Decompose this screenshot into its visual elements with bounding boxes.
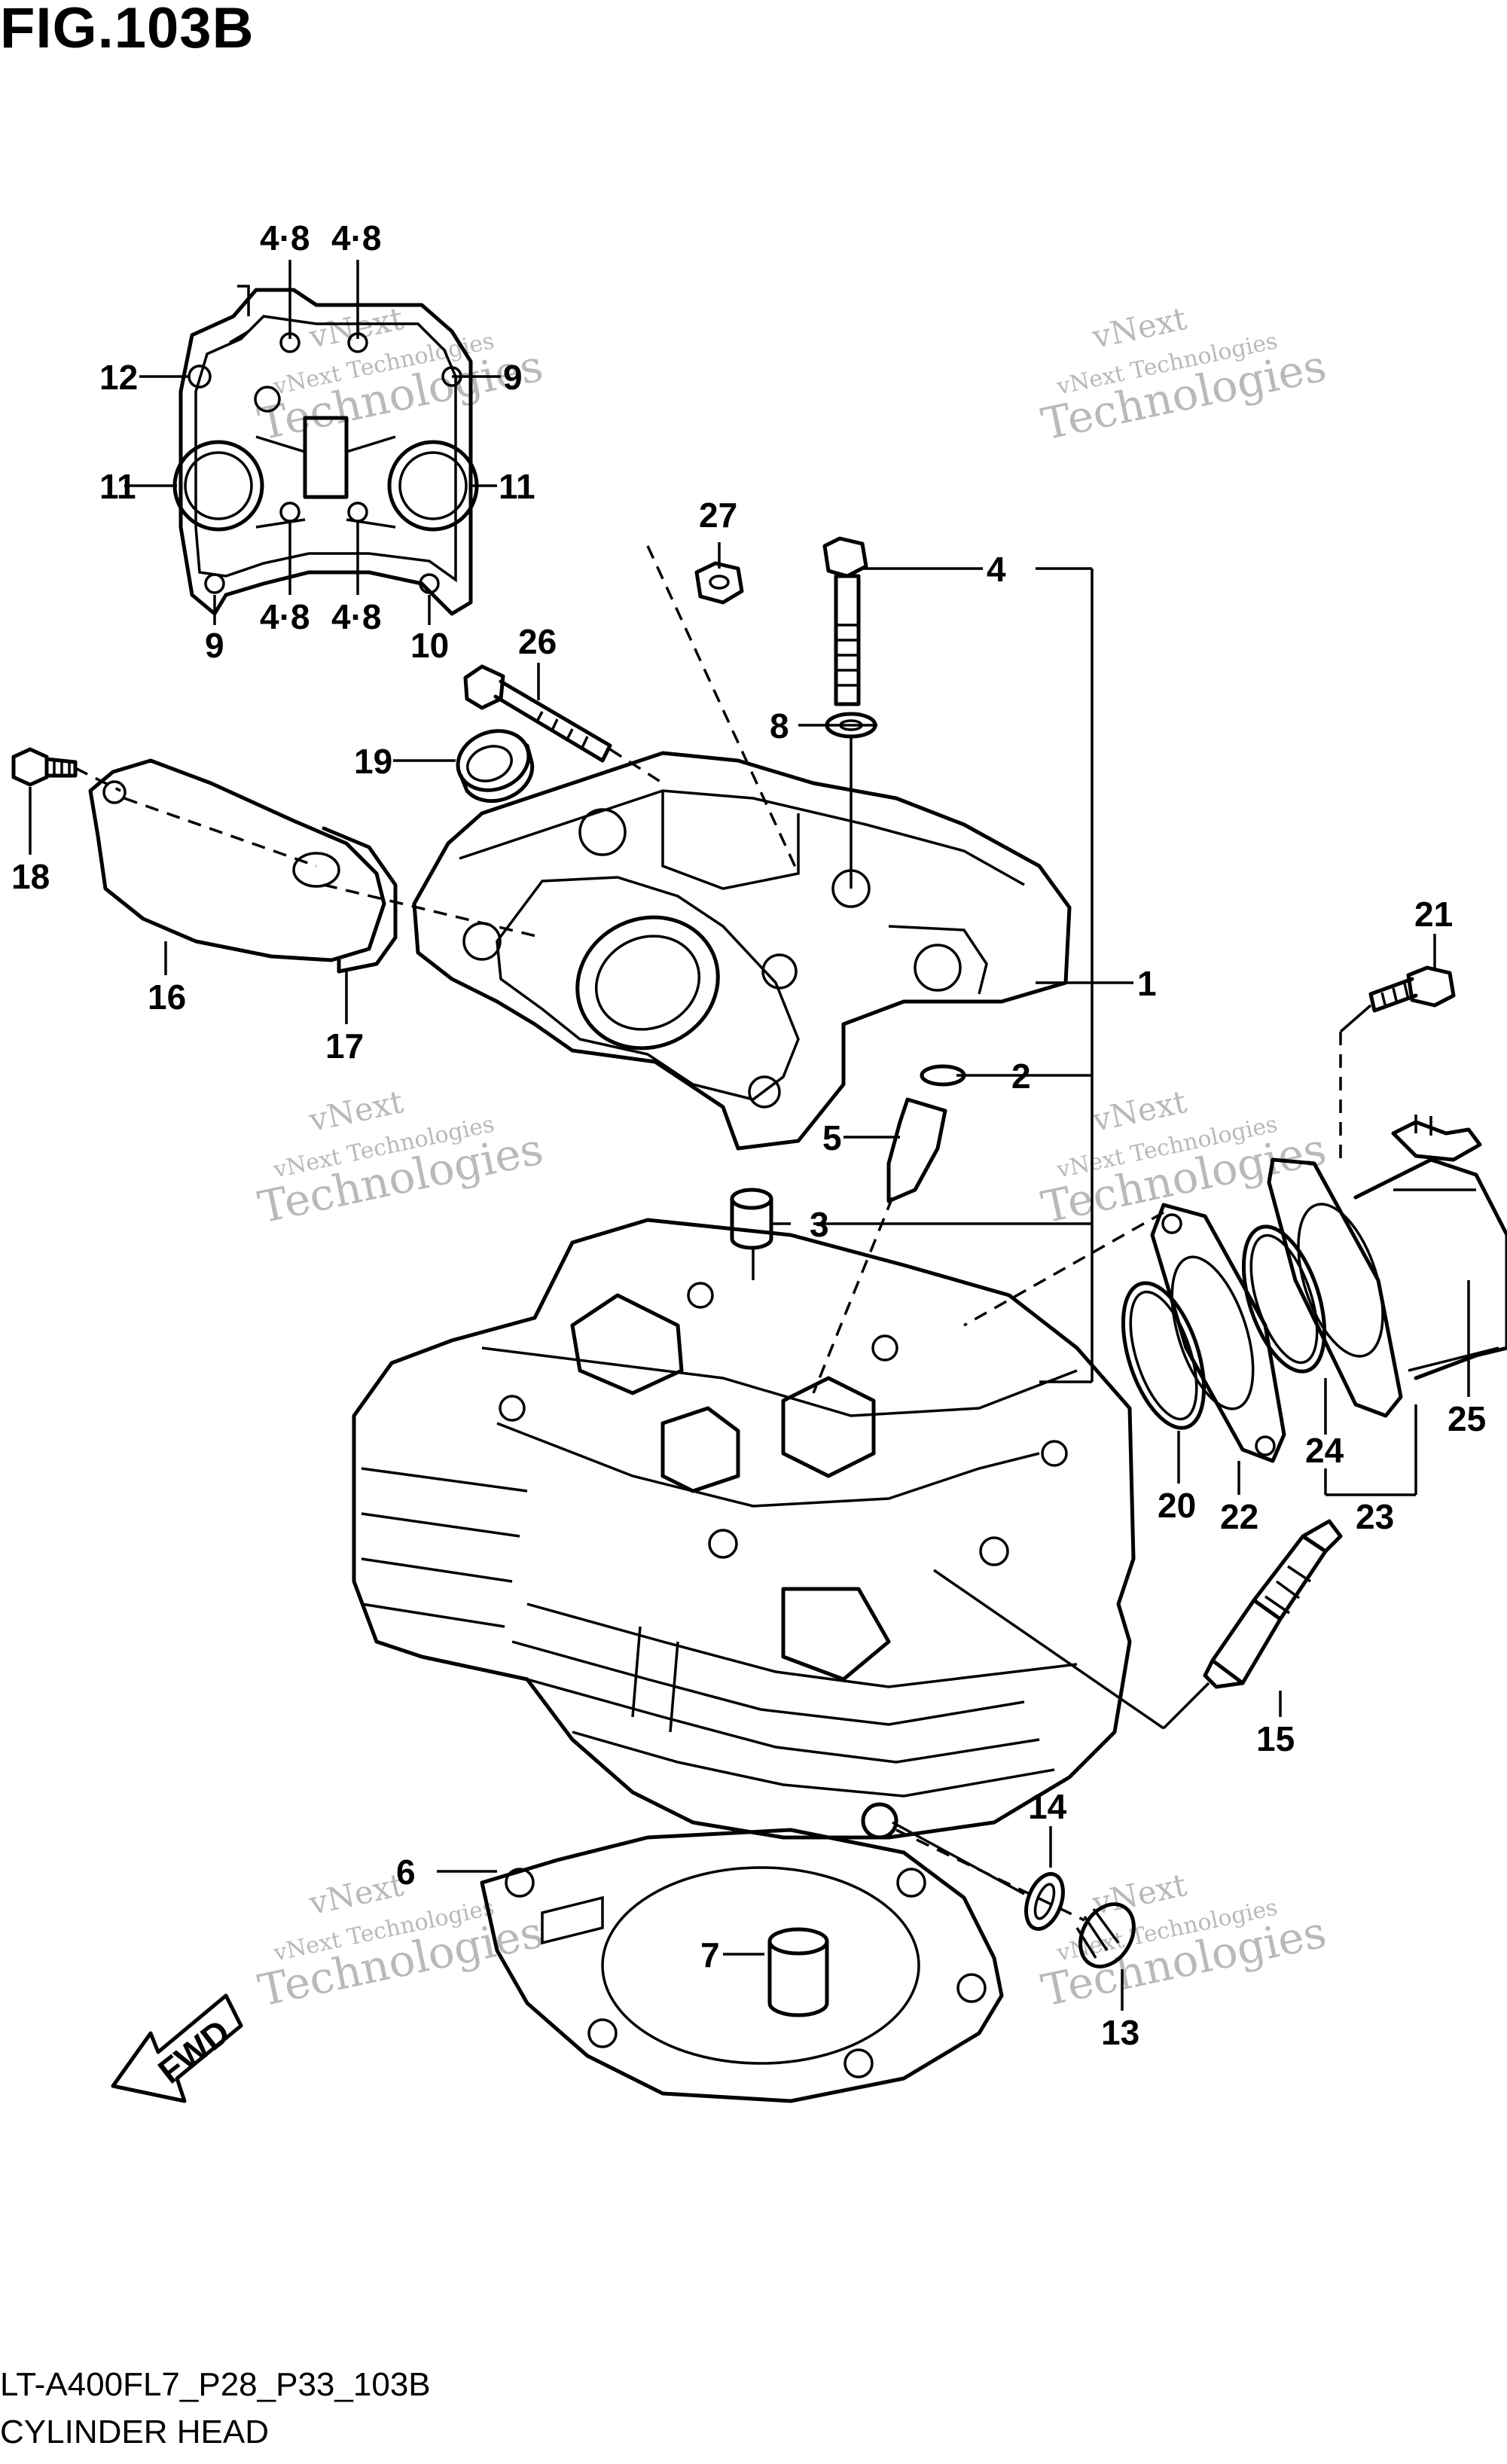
callout-6: 6 — [396, 1853, 416, 1892]
svg-text:vNext: vNext — [1088, 300, 1189, 355]
watermark-top-right: vNext vNext Technologies Technologies — [1037, 300, 1331, 450]
callout-4-8-bottom-left: 4·8 — [260, 597, 310, 636]
dowel-pin-7 — [767, 1927, 829, 2017]
head-gasket — [480, 1828, 1004, 2103]
callout-21: 21 — [1414, 895, 1453, 934]
figure-name: CYLINDER HEAD — [0, 2414, 269, 2450]
gasket-14 — [1024, 1872, 1065, 1931]
callout-18: 18 — [11, 857, 50, 896]
callout-25: 25 — [1448, 1399, 1486, 1438]
watermark-top-left: vNext vNext Technologies Technologies — [254, 300, 548, 450]
callout-11-right: 11 — [499, 467, 535, 506]
insulator-22 — [1150, 1203, 1286, 1463]
callout-23: 23 — [1356, 1497, 1394, 1536]
o-ring-20 — [1121, 1281, 1207, 1430]
callout-19: 19 — [354, 742, 392, 781]
svg-text:vNext: vNext — [305, 1083, 406, 1139]
callout-16: 16 — [148, 977, 186, 1017]
o-ring-24 — [1241, 1224, 1327, 1374]
figure-title: FIG.103B — [0, 0, 255, 60]
callout-4-8-top-left: 4·8 — [260, 218, 310, 258]
plug-5 — [886, 1097, 947, 1203]
svg-text:vNext: vNext — [305, 300, 406, 355]
callout-20: 20 — [1158, 1486, 1196, 1525]
spark-plug-15 — [1203, 1519, 1343, 1689]
head-cover-inset — [172, 285, 479, 616]
watermark-bottom-left: vNext vNext Technologies Technologies — [254, 1866, 548, 2016]
callout-26: 26 — [518, 622, 557, 661]
bolt-26 — [463, 664, 612, 763]
callout-8: 8 — [770, 706, 789, 746]
clamp-25 — [1391, 1115, 1482, 1162]
intake-pipe-23 — [1267, 1157, 1507, 1418]
gasket-17 — [322, 826, 398, 974]
callout-labels: 1 2 3 4 5 6 7 8 9 9 10 11 11 12 13 14 15… — [11, 218, 1486, 2052]
callout-17: 17 — [325, 1026, 364, 1066]
callout-22: 22 — [1220, 1497, 1258, 1536]
callout-27: 27 — [699, 496, 737, 535]
oil-seal-19 — [456, 729, 535, 804]
callout-24: 24 — [1305, 1431, 1344, 1470]
bolt-18 — [11, 747, 78, 787]
bolt-4 — [822, 536, 868, 706]
callout-4-8-top-right: 4·8 — [331, 218, 381, 258]
bolt-21 — [1368, 965, 1456, 1013]
nut-27 — [694, 561, 744, 605]
callout-2: 2 — [1011, 1057, 1031, 1096]
callout-5: 5 — [822, 1118, 842, 1157]
callout-14: 14 — [1028, 1787, 1067, 1826]
callout-7: 7 — [700, 1935, 720, 1975]
callout-3: 3 — [810, 1205, 829, 1244]
watermark-bottom-right: vNext vNext Technologies Technologies — [1037, 1866, 1331, 2016]
watermark-mid-left: vNext vNext Technologies Technologies — [254, 1083, 548, 1233]
svg-text:vNext: vNext — [1088, 1866, 1189, 1922]
dowel-pin-3 — [730, 1188, 773, 1250]
cover-16 — [88, 758, 386, 962]
callout-4-8-bottom-right: 4·8 — [331, 597, 381, 636]
leader-lines — [29, 260, 1470, 2011]
plug-13 — [1075, 1902, 1136, 1968]
callout-4: 4 — [987, 550, 1006, 589]
callout-15: 15 — [1256, 1719, 1295, 1758]
svg-text:vNext: vNext — [305, 1866, 406, 1922]
svg-text:vNext: vNext — [1088, 1083, 1189, 1139]
figure-code: LT-A400FL7_P28_P33_103B — [0, 2366, 431, 2403]
callout-12: 12 — [99, 358, 138, 397]
fwd-arrow: FWD — [111, 1993, 243, 2103]
callout-13: 13 — [1101, 2013, 1139, 2052]
callout-9-left: 9 — [205, 626, 224, 665]
callout-9-right: 9 — [503, 358, 523, 397]
callout-10: 10 — [410, 626, 449, 665]
cylinder-head-cover — [412, 751, 1072, 1151]
callout-11-left: 11 — [99, 467, 136, 506]
callout-1: 1 — [1137, 964, 1157, 1003]
cylinder-head — [352, 1218, 1136, 1840]
